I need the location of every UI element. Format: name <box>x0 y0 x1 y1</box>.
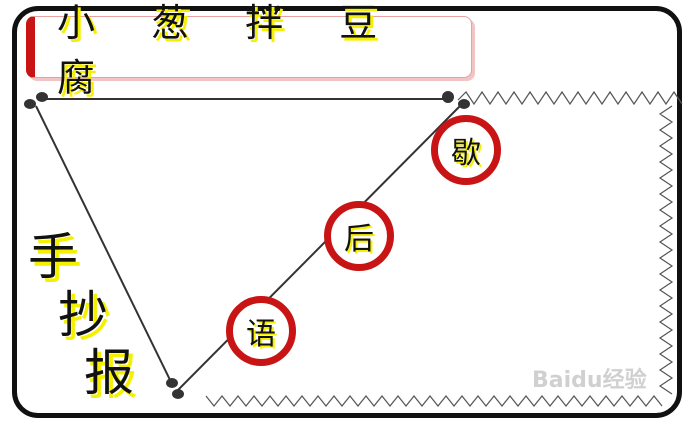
poster-title: 小 葱 拌 豆 腐 <box>57 1 400 100</box>
zigzag-border-bottom <box>205 395 663 407</box>
circle-char-yu: 语 <box>226 296 296 366</box>
watermark-logo: Baidu经验 <box>532 368 647 393</box>
circle-char-xie: 歇 <box>431 115 501 185</box>
knob <box>172 389 184 399</box>
knob <box>166 378 178 388</box>
rising-diagonal <box>177 105 461 391</box>
knob <box>24 99 36 109</box>
left-diagonal <box>35 105 173 385</box>
vertical-title-char: 抄 <box>58 286 108 344</box>
zigzag-border-side <box>658 105 674 395</box>
knob <box>442 91 454 103</box>
knob <box>36 92 48 102</box>
vertical-title-char: 手 <box>28 228 78 286</box>
zigzag-border-right <box>457 90 683 106</box>
knob <box>458 99 470 109</box>
title-banner: 小 葱 拌 豆 腐 <box>26 1 472 100</box>
circle-char-hou: 后 <box>324 201 394 271</box>
vertical-title-char: 报 <box>84 344 134 402</box>
